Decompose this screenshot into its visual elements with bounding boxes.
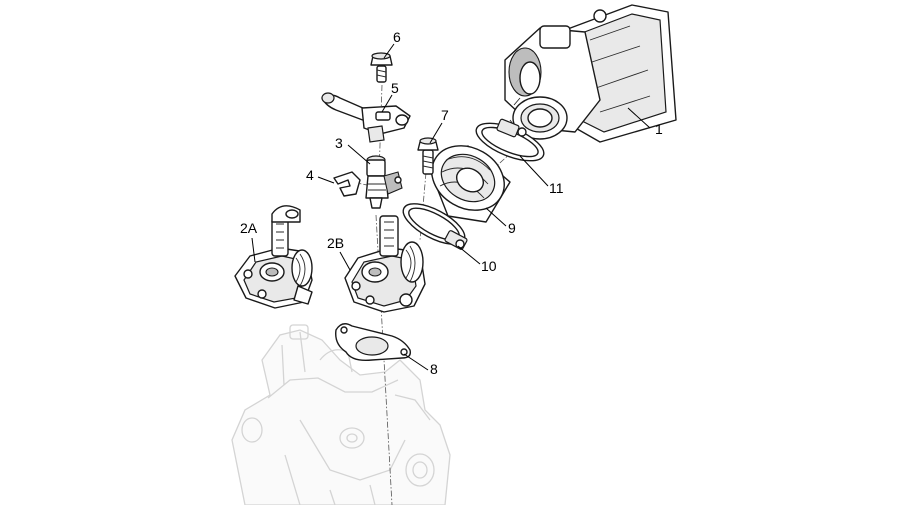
leader-8 (403, 353, 429, 371)
callout-2b: 2B (327, 235, 344, 251)
callout-9: 9 (508, 220, 516, 236)
hose-clamp-part-11 (475, 118, 545, 162)
callout-2a: 2A (240, 220, 258, 236)
callout-11: 11 (549, 180, 564, 196)
leader-7 (429, 122, 443, 144)
leader-2b (339, 251, 351, 271)
callout-6: 6 (393, 29, 401, 45)
leader-lines (251, 43, 651, 371)
callout-8: 8 (430, 361, 438, 377)
leader-6 (383, 43, 395, 59)
callout-labels: 1 2A 2B 3 4 5 6 7 8 9 10 11 (240, 29, 663, 377)
callout-4: 4 (306, 167, 314, 183)
fuel-injector-part-3 (365, 155, 403, 209)
callout-1: 1 (655, 121, 663, 137)
hose-clamp-part-10 (402, 203, 468, 250)
leader-5 (381, 94, 393, 113)
ghost-engine-head (231, 324, 451, 505)
gasket-part-8 (335, 323, 412, 362)
throttle-body-part-1 (504, 4, 677, 143)
callout-10: 10 (481, 258, 497, 274)
clip-part-4 (333, 171, 361, 197)
leader-2a (251, 237, 256, 263)
intake-manifold-part-9 (429, 145, 511, 223)
intake-flange-part-2b (344, 215, 426, 313)
callout-7: 7 (441, 107, 449, 123)
callout-3: 3 (335, 135, 343, 151)
leader-11 (519, 155, 549, 187)
leader-9 (485, 207, 507, 227)
leader-1 (627, 107, 651, 129)
leader-10 (457, 245, 481, 265)
leader-3 (347, 144, 371, 165)
callout-5: 5 (391, 80, 399, 96)
intake-flange-part-2a (234, 205, 313, 309)
fuel-pipe-holder-part-5 (321, 92, 411, 143)
leader-4 (317, 176, 335, 184)
bolt-part-6 (370, 52, 393, 83)
